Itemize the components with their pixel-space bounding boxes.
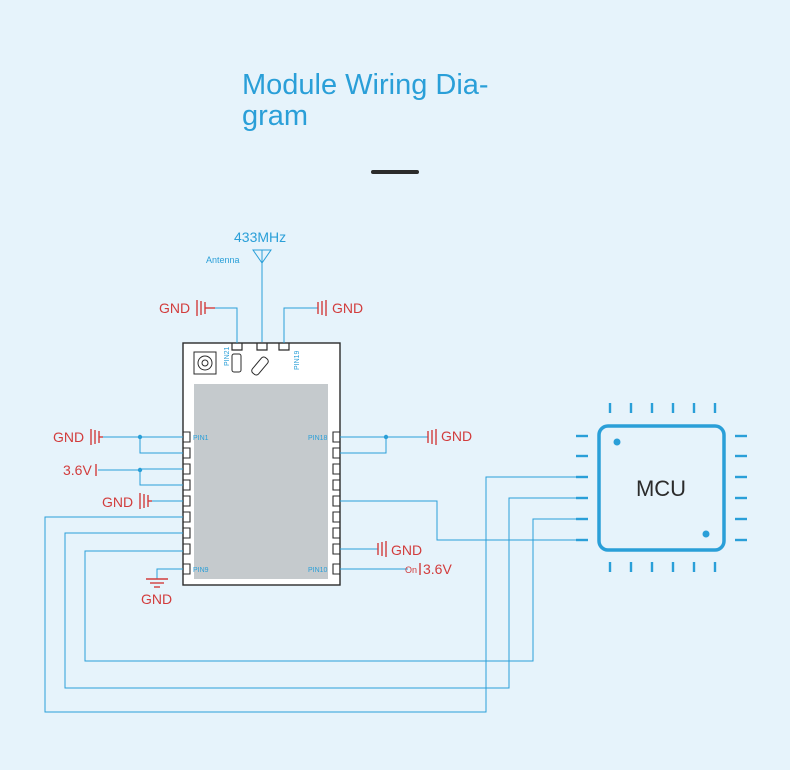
voltage-label-right: 3.6V bbox=[423, 561, 452, 577]
on-label: On bbox=[405, 565, 417, 575]
pin-18-label: PIN18 bbox=[308, 435, 328, 442]
voltage-label-left: 3.6V bbox=[63, 462, 92, 478]
antenna-frequency: 433MHz bbox=[234, 229, 286, 245]
gnd-label-pin11: GND bbox=[391, 542, 422, 558]
pin-21-label: PIN21 bbox=[224, 346, 231, 366]
gnd-symbols bbox=[90, 300, 437, 588]
mcu-label: MCU bbox=[636, 476, 686, 501]
gnd-label-pin1: GND bbox=[53, 429, 84, 445]
gnd-label-pin18: GND bbox=[441, 428, 472, 444]
gnd-label-bottom: GND bbox=[141, 591, 172, 607]
antenna-symbol bbox=[252, 249, 272, 342]
title-line-2: gram bbox=[242, 100, 309, 132]
title-underline bbox=[371, 170, 419, 174]
rf-module bbox=[182, 342, 341, 586]
mcu-chip bbox=[576, 403, 747, 572]
gnd-label-top-right: GND bbox=[332, 300, 363, 316]
antenna-label: Antenna bbox=[206, 255, 240, 265]
gnd-label-top-left: GND bbox=[159, 300, 190, 316]
pin-1-label: PIN1 bbox=[193, 435, 209, 442]
pin-9-label: PIN9 bbox=[193, 567, 209, 574]
title-line-1: Module Wiring Dia- bbox=[242, 69, 489, 101]
pin-19-label: PIN19 bbox=[294, 350, 301, 370]
junction-dots bbox=[137, 434, 389, 473]
gnd-label-pin5: GND bbox=[102, 494, 133, 510]
page-title: Module Wiring Dia- gram bbox=[242, 70, 512, 132]
pin-10-label: PIN10 bbox=[308, 567, 328, 574]
